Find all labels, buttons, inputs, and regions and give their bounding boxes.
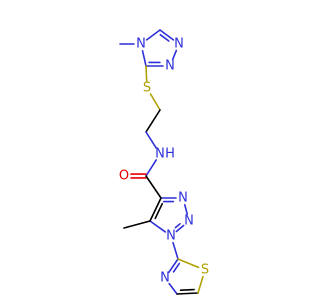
bond-cam-c4 xyxy=(145,175,162,199)
bond-ts1-tc2 xyxy=(177,258,200,269)
atom-label-n-triazole-top: N xyxy=(174,37,184,52)
atom-label-n-triazole2-c: N xyxy=(166,229,176,244)
bond-ch2b-nh xyxy=(145,131,158,149)
bond-tc2-tn3 xyxy=(168,258,179,274)
bond-c5-s xyxy=(145,65,148,82)
bond-layer xyxy=(119,29,204,295)
bond-n1-n2 xyxy=(171,49,178,61)
atom-label-n-thiazole: N xyxy=(160,271,170,286)
bond-tn3-tc4 xyxy=(168,282,178,295)
bond-tc4-tc5 xyxy=(176,292,199,295)
atom-label-n-triazole-right: N xyxy=(165,59,175,74)
bond-n2-c3-inner xyxy=(159,33,170,42)
bond-n2t-n1t-inner xyxy=(174,223,181,229)
bond-n2-c3 xyxy=(159,29,175,41)
bond-ch2a-ch2b xyxy=(145,109,161,133)
bond-c5t-me5 xyxy=(123,220,151,229)
bond-s-ch2a xyxy=(149,93,161,111)
bond-nh-cam xyxy=(145,159,158,177)
bond-n1t-c5t xyxy=(149,220,167,233)
atom-label-nh-amide: N xyxy=(155,147,165,162)
bond-tc2-tn3-inner xyxy=(172,262,181,273)
bond-tc5-ts1 xyxy=(197,275,204,294)
atom-label-h-amide: H xyxy=(165,147,175,162)
atom-label-s-thiazole: S xyxy=(201,263,209,278)
atom-label-n-triazole2-b: N xyxy=(184,214,194,229)
bond-n2t-n1t xyxy=(175,224,185,233)
bond-n4-c5 xyxy=(141,50,147,67)
atom-label-o-carbonyl: O xyxy=(119,169,129,184)
bond-tc4-tc5-inner xyxy=(179,288,195,292)
atom-label-s-thioether: S xyxy=(143,81,151,96)
atom-label-n-methyl-triazole: N xyxy=(136,37,146,52)
bond-c3-n4 xyxy=(145,29,161,41)
atom-label-n-triazole2-a: N xyxy=(178,191,188,206)
bond-n3-n2t xyxy=(183,203,189,216)
bond-c5t-c4 xyxy=(149,197,162,222)
bond-c5t-c4-inner xyxy=(154,202,164,220)
bond-n1t-tc2 xyxy=(172,241,179,260)
